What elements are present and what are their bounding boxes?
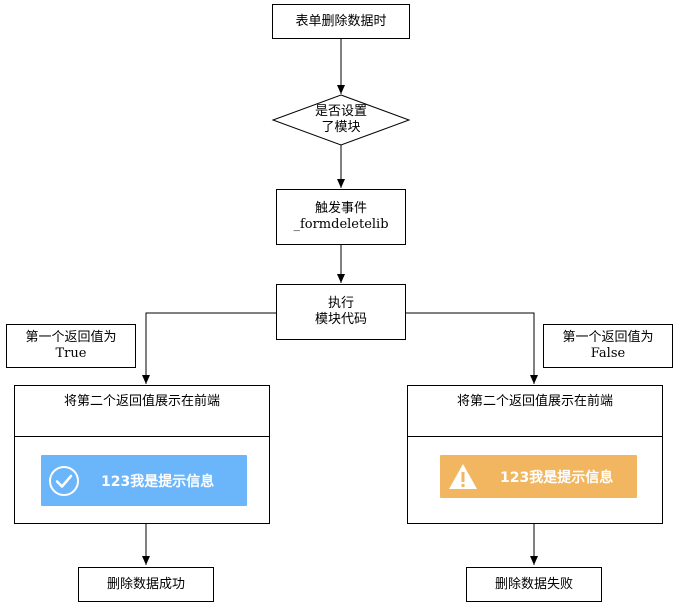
end-success-node: 删除数据成功	[78, 567, 214, 602]
fail-panel: 将第二个返回值展示在前端 123我是提示信息	[407, 385, 663, 524]
note-true: 第一个返回值为 True	[6, 324, 136, 368]
end-fail-text: 删除数据失败	[494, 576, 573, 592]
trigger-text-line-2: _formdeletelib	[293, 217, 389, 232]
note-false-line-1: 第一个返回值为	[562, 330, 654, 345]
note-false: 第一个返回值为 False	[543, 324, 673, 368]
fail-panel-title: 将第二个返回值展示在前端	[456, 394, 613, 409]
success-toast-text: 123我是提示信息	[101, 473, 215, 490]
edge-execute-to-fail	[406, 312, 538, 384]
execute-node: 执行 模块代码	[276, 284, 406, 340]
success-panel: 将第二个返回值展示在前端 123我是提示信息	[14, 385, 270, 524]
fail-toast-text: 123我是提示信息	[500, 469, 614, 486]
start-node: 表单删除数据时	[272, 4, 410, 39]
end-success-text: 删除数据成功	[106, 576, 185, 592]
warning-triangle-icon	[440, 462, 486, 492]
start-node-text: 表单删除数据时	[295, 13, 387, 29]
decision-diamond	[271, 94, 411, 146]
note-true-line-2: True	[55, 346, 87, 361]
execute-text-line-1: 执行	[327, 296, 354, 311]
note-false-line-2: False	[590, 346, 626, 361]
decision-text-line-2: 了模块	[321, 120, 361, 135]
execute-text-line-2: 模块代码	[314, 312, 367, 327]
fail-toast: 123我是提示信息	[440, 455, 637, 498]
decision-text-line-1: 是否设置	[314, 104, 367, 119]
success-panel-divider	[15, 436, 269, 437]
trigger-node: 触发事件 _formdeletelib	[276, 189, 406, 245]
fail-panel-divider	[408, 436, 662, 437]
decision-node: 是否设置 了模块	[291, 104, 391, 136]
trigger-text-line-1: 触发事件	[314, 201, 367, 216]
check-circle-icon	[41, 465, 87, 497]
success-toast: 123我是提示信息	[41, 455, 247, 506]
edge-execute-to-success	[142, 312, 276, 384]
end-fail-node: 删除数据失败	[466, 567, 602, 602]
success-panel-title: 将第二个返回值展示在前端	[63, 394, 220, 409]
note-true-line-1: 第一个返回值为	[25, 330, 117, 345]
